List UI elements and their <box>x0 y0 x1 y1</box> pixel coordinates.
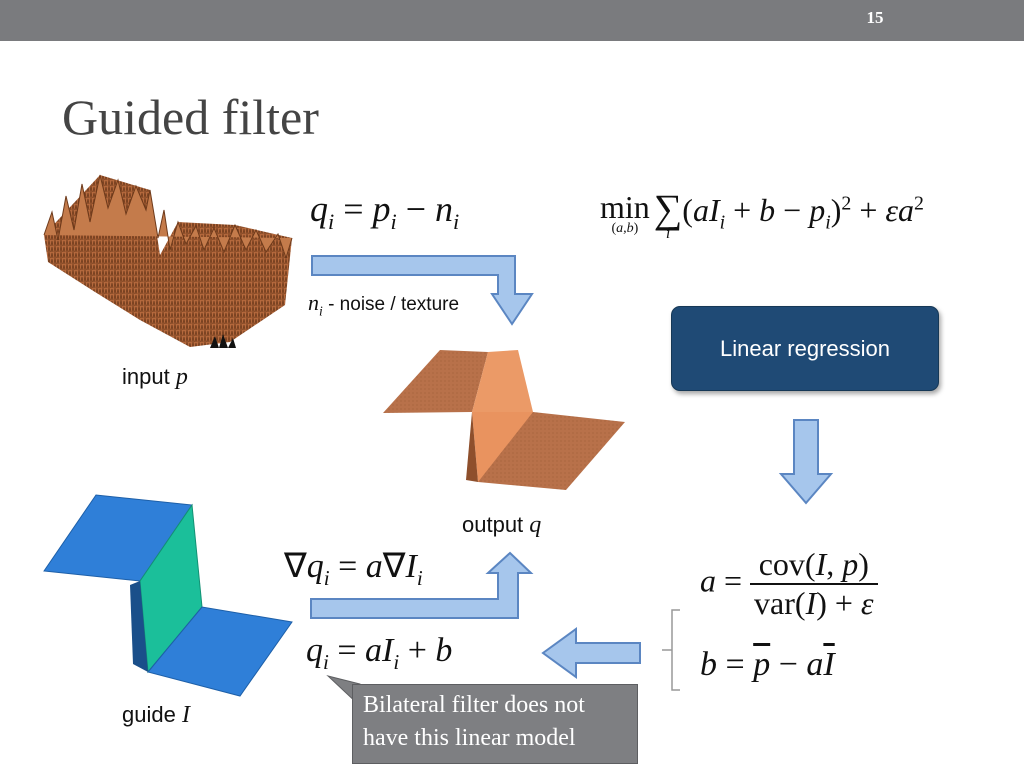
callout-note: Bilateral filter does not have this line… <box>352 684 638 764</box>
output-surface-image <box>383 350 625 490</box>
input-surface-image <box>43 174 293 348</box>
brace-bracket <box>662 609 680 691</box>
arrow-input-to-output <box>311 255 534 326</box>
linear-regression-box: Linear regression <box>671 306 939 391</box>
equation-noise-model: qi = pi − ni <box>310 189 460 235</box>
arrow-left-to-model <box>541 627 641 679</box>
page-title: Guided filter <box>62 89 319 145</box>
callout-line-2: have this linear model <box>363 725 576 751</box>
output-label-text: output <box>462 512 524 537</box>
noise-text: - noise / texture <box>322 294 460 315</box>
noise-var: n <box>308 290 319 315</box>
equation-b-coefficient: b = p − aI <box>700 646 835 683</box>
arrow-down-regression <box>778 419 834 505</box>
callout-line-1: Bilateral filter does not <box>363 692 585 718</box>
guide-surface-image <box>43 494 293 697</box>
top-bar <box>0 0 1024 41</box>
guide-label-text: guide <box>122 702 176 727</box>
equation-linear-model: qi = aIi + b <box>306 632 453 674</box>
equation-gradient: ∇qi = a∇Ii <box>284 548 423 590</box>
slide-number: 15 <box>866 8 884 27</box>
guide-label: guide I <box>122 702 190 729</box>
noise-label: ni - noise / texture <box>308 290 459 319</box>
equation-minimization: min(a,b)∑i(aIi + b − pi)2 + εa2 <box>600 186 924 242</box>
noise-sub: i <box>319 303 323 319</box>
input-label-text: input <box>122 364 170 389</box>
input-label-var: p <box>175 364 188 390</box>
arrow-guide-to-output <box>310 551 534 619</box>
input-label: input p <box>122 364 188 391</box>
guide-label-var: I <box>181 702 190 728</box>
output-label: output q <box>462 512 541 539</box>
output-label-var: q <box>529 512 542 538</box>
equation-a-coefficient: a = cov(I, p)var(I) + ε <box>700 546 878 622</box>
